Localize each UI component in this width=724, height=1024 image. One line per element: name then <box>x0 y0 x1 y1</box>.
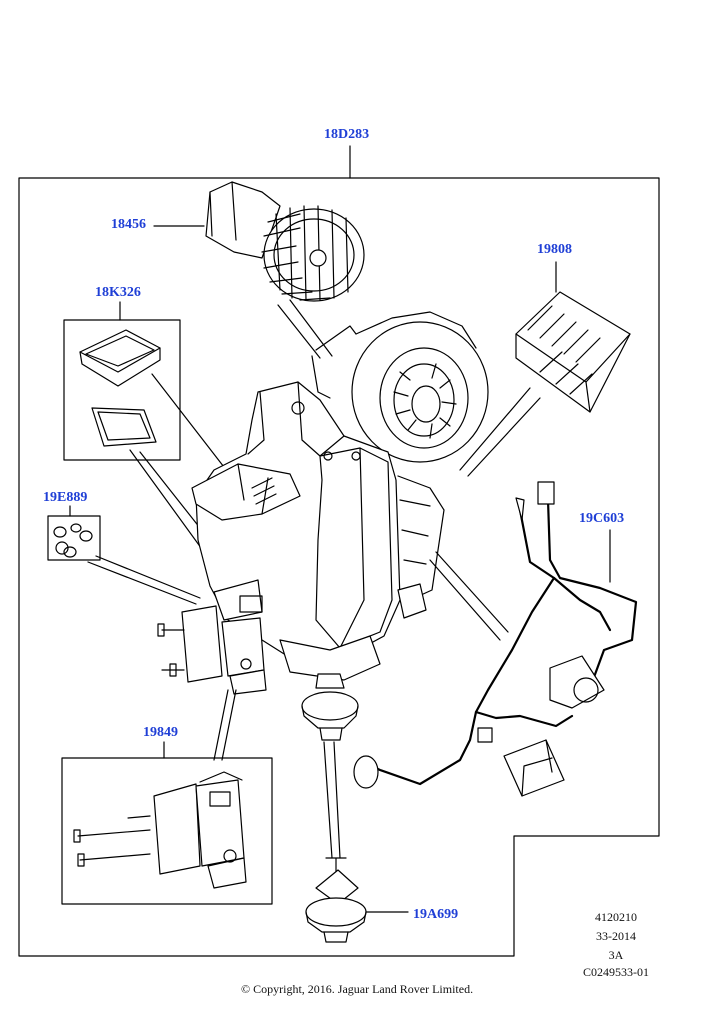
callout-19c603: 19C603 <box>579 511 625 526</box>
callout-18k326: 18K326 <box>95 285 141 300</box>
resistor-leader <box>323 741 341 859</box>
oring-kit-box <box>47 515 101 561</box>
blower-housing-drawing <box>191 311 489 681</box>
filter-leader <box>459 261 557 477</box>
diagram-date: 33-2014 <box>596 929 636 943</box>
harness-leaders <box>429 551 509 641</box>
actuator-detail-box <box>61 757 273 905</box>
oring-leader <box>87 555 201 605</box>
actuator-on-housing <box>157 605 267 695</box>
resistor-detail-drawing <box>305 857 367 943</box>
gasket-kit-box <box>63 319 181 461</box>
callout-18456: 18456 <box>111 217 146 232</box>
assembly-frame <box>18 177 660 957</box>
harness-connectors <box>353 481 605 797</box>
diagram-code: 4120210 <box>595 910 637 924</box>
resistor-on-housing <box>301 673 359 741</box>
motor-leader <box>153 225 333 359</box>
oring-parts <box>53 523 93 558</box>
gasket-parts <box>79 329 161 447</box>
filter-drawing <box>515 291 631 413</box>
actuator-detail-drawing <box>73 771 247 889</box>
harness-drawing <box>358 498 638 786</box>
diagram-reference: C0249533-01 <box>583 965 649 979</box>
callout-18d283: 18D283 <box>324 127 370 142</box>
callout-19808: 19808 <box>537 242 572 257</box>
callout-19a699: 19A699 <box>413 907 459 922</box>
callout-19e889: 19E889 <box>43 490 88 505</box>
diagram-revision: 3A <box>608 948 624 962</box>
copyright-notice: © Copyright, 2016. Jaguar Land Rover Lim… <box>241 982 474 996</box>
blower-motor-drawing <box>205 181 365 302</box>
callout-19849: 19849 <box>143 725 178 740</box>
actuator-leaders <box>213 689 237 761</box>
